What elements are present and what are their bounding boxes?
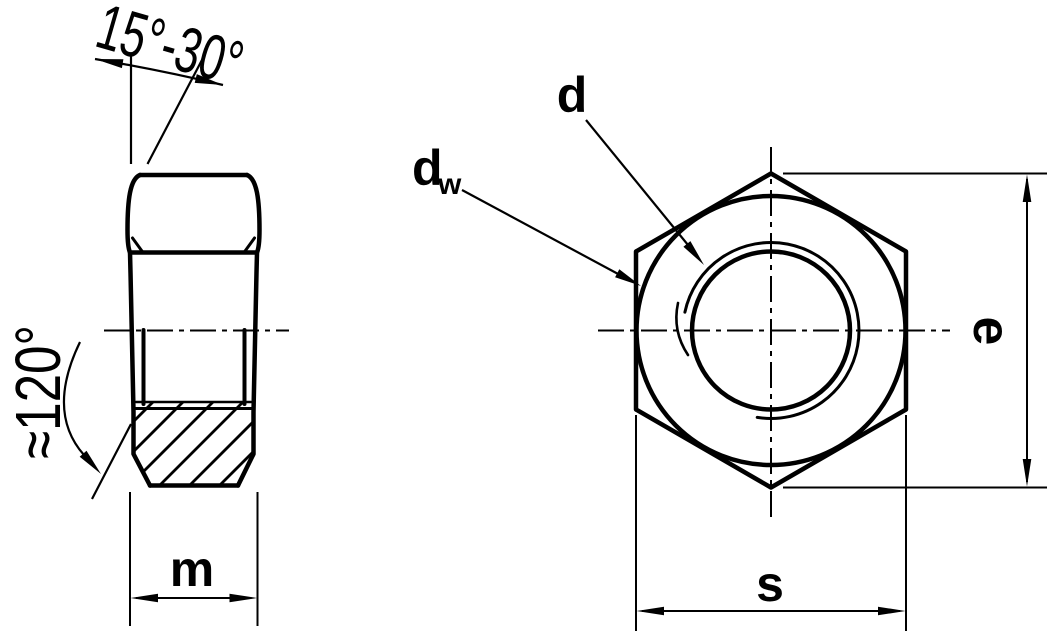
dim-arrowhead-top: [1022, 174, 1032, 202]
washer-face-label-subscript: w: [437, 168, 462, 201]
chamfer-angle-label: 15°-30°: [89, 0, 251, 100]
height-label: m: [170, 541, 214, 597]
chamfer-angle-annotation: 15°-30°: [89, 0, 251, 165]
section-hatching: [133, 402, 254, 485]
thread-diameter-leader: d: [557, 67, 704, 265]
across-corners-dimension: e: [783, 172, 1047, 489]
thread-bore-walls: [141, 328, 247, 406]
across-flats-label: s: [756, 556, 784, 612]
height-dimension: m: [129, 492, 259, 626]
dim-arrowhead-right: [229, 593, 257, 603]
dim-arrowhead-left: [130, 593, 158, 603]
side-view: [104, 172, 289, 488]
dim-arrowhead-right: [878, 606, 906, 616]
arc-arrowhead-left: [95, 59, 124, 69]
countersink-angle-label: ≈120°: [2, 325, 74, 459]
countersink-angle-annotation: ≈120°: [2, 325, 132, 500]
bearing-face-lines: [132, 400, 255, 410]
arc-arrowhead: [79, 450, 101, 474]
across-flats-dimension: s: [635, 415, 907, 631]
thread-major-arc: [683, 241, 861, 420]
washer-face-circle: [634, 193, 908, 468]
dim-arrowhead-left: [636, 606, 664, 616]
top-view-centerlines: [598, 147, 950, 523]
thread-runout-tail: [675, 301, 690, 357]
washer-face-leader: d w: [412, 140, 641, 286]
dim-arrowhead-bottom: [1022, 459, 1032, 487]
washer-face-label: d: [412, 140, 443, 196]
thread-diameter-label: d: [557, 67, 588, 123]
leader-arrowhead: [683, 241, 704, 265]
top-view-hexagon: [633, 171, 909, 490]
thread-bore-circle: [689, 249, 853, 412]
side-view-outline: [125, 172, 262, 488]
top-view: [598, 147, 950, 523]
arc-arrowhead-right: [194, 74, 223, 85]
across-corners-label: e: [962, 317, 1020, 346]
leader-arrowhead: [615, 269, 641, 286]
